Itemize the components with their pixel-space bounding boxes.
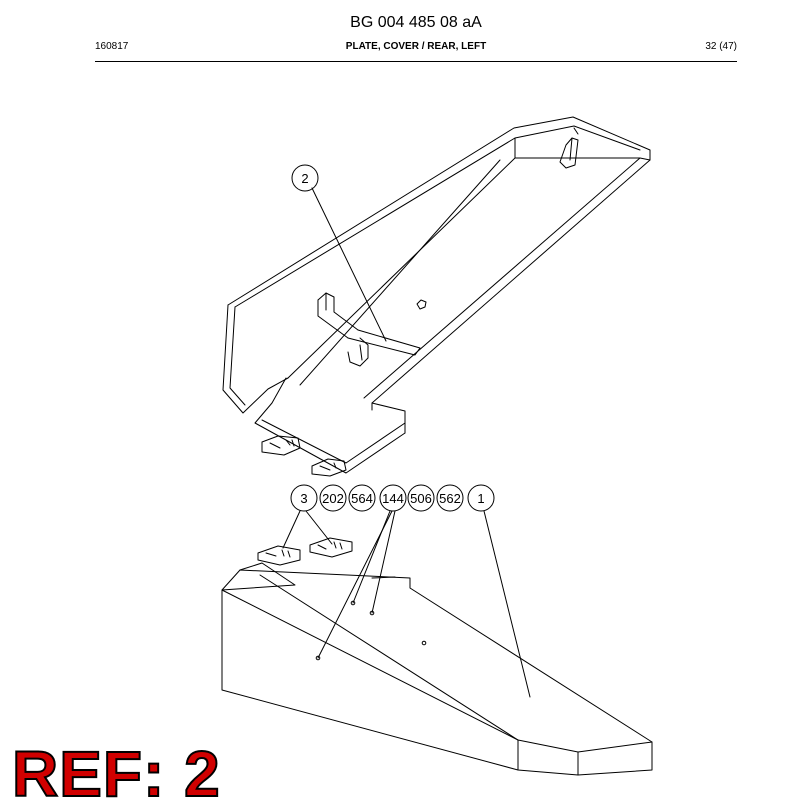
page-number: 32 (47) xyxy=(705,41,737,52)
callout-3-label: 3 xyxy=(300,491,307,506)
callout-562-label: 562 xyxy=(439,491,461,506)
leader-line-2 xyxy=(311,187,387,342)
callout-2-label: 2 xyxy=(301,171,308,186)
callout-564-label: 564 xyxy=(351,491,373,506)
callout-202-label: 202 xyxy=(322,491,344,506)
header-rule xyxy=(95,61,737,62)
callout-144-label: 144 xyxy=(382,491,404,506)
date-code: 160817 xyxy=(95,41,129,52)
assembly-line xyxy=(299,159,501,386)
callout-2: 2 xyxy=(291,164,319,192)
callout-506-label: 506 xyxy=(410,491,432,506)
callout-1-label: 1 xyxy=(477,491,484,506)
callout-row: 3 202 564 144 506 562 1 xyxy=(290,484,495,512)
document-number: BG 004 485 08 aA xyxy=(350,14,482,31)
wedge-plate-part xyxy=(221,562,653,776)
hinge-parts xyxy=(257,537,353,566)
part-title: PLATE, COVER / REAR, LEFT xyxy=(345,41,487,52)
ref-label: REF: 2 xyxy=(11,738,221,810)
cover-plate-part xyxy=(222,116,651,477)
